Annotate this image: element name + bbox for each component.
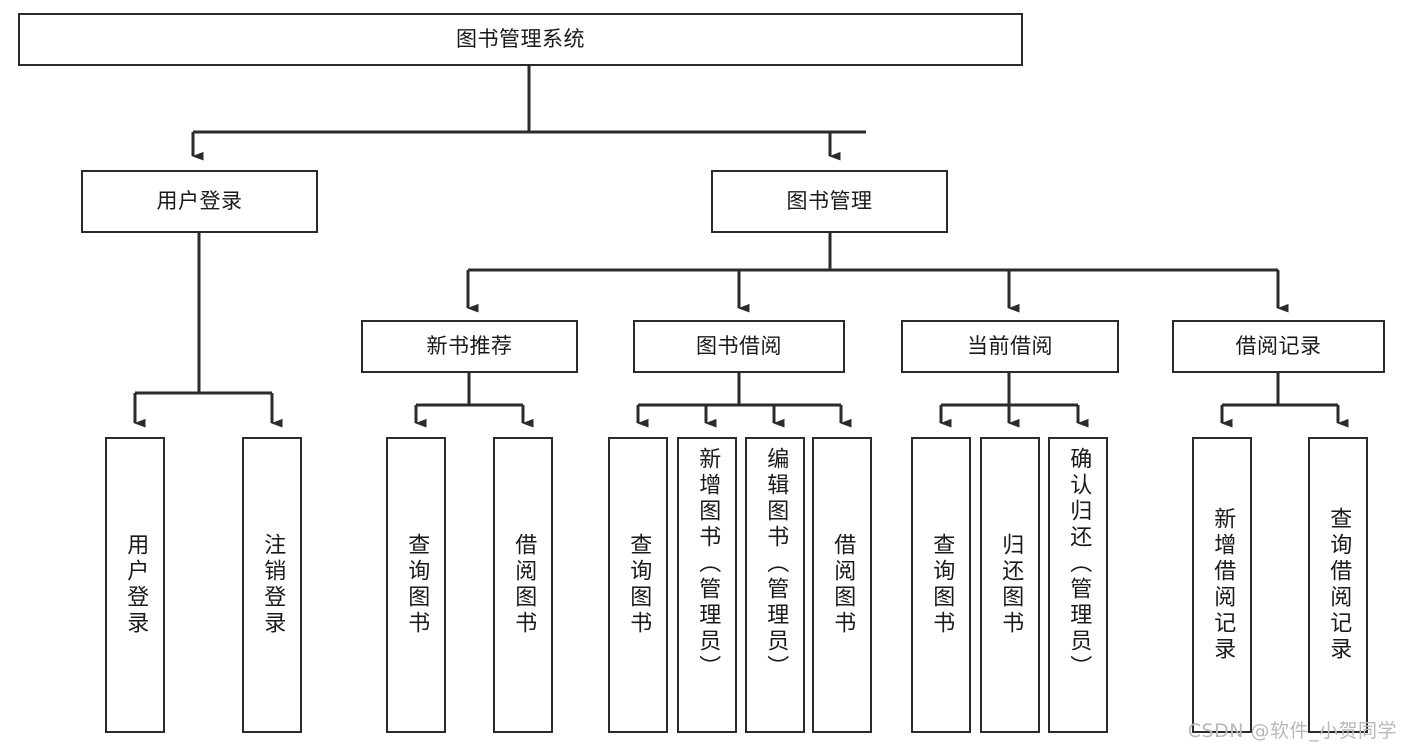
- node-leaf-logout-login-label: 注销登录: [260, 533, 286, 637]
- node-leaf-edit-book-label: 编辑图书（管理员）: [763, 447, 789, 681]
- node-leaf-query-book-1-label: 查询图书: [404, 533, 430, 637]
- node-leaf-query-borrow-record-label: 查询借阅记录: [1326, 507, 1352, 663]
- node-root[interactable]: 图书管理系统: [18, 13, 1023, 66]
- node-leaf-confirm-return-label: 确认归还（管理员）: [1066, 447, 1092, 681]
- node-user-login-label: 用户登录: [156, 189, 243, 214]
- node-book-borrow-label: 图书借阅: [696, 334, 782, 359]
- node-leaf-add-book-label: 新增图书（管理员）: [695, 447, 721, 681]
- node-leaf-edit-book[interactable]: 编辑图书（管理员）: [745, 437, 805, 733]
- node-leaf-borrow-book-1-label: 借阅图书: [511, 533, 537, 637]
- node-root-label: 图书管理系统: [456, 27, 585, 52]
- node-leaf-return-book[interactable]: 归还图书: [980, 437, 1040, 733]
- node-user-login[interactable]: 用户登录: [81, 170, 318, 233]
- node-current-borrow-label: 当前借阅: [967, 334, 1053, 359]
- node-leaf-query-book-3[interactable]: 查询图书: [911, 437, 971, 733]
- node-new-book-recommend-label: 新书推荐: [426, 334, 513, 359]
- node-book-borrow[interactable]: 图书借阅: [633, 320, 845, 373]
- node-leaf-query-book-2-label: 查询图书: [626, 533, 652, 637]
- node-borrow-record[interactable]: 借阅记录: [1172, 320, 1385, 373]
- node-leaf-query-book-2[interactable]: 查询图书: [608, 437, 668, 733]
- node-new-book-recommend[interactable]: 新书推荐: [361, 320, 578, 373]
- node-leaf-add-book[interactable]: 新增图书（管理员）: [677, 437, 737, 733]
- node-book-management[interactable]: 图书管理: [711, 170, 948, 233]
- node-leaf-return-book-label: 归还图书: [998, 533, 1024, 637]
- node-leaf-user-login[interactable]: 用户登录: [105, 437, 165, 733]
- node-leaf-query-borrow-record[interactable]: 查询借阅记录: [1308, 437, 1368, 733]
- node-current-borrow[interactable]: 当前借阅: [901, 320, 1119, 373]
- node-leaf-logout-login[interactable]: 注销登录: [242, 437, 302, 733]
- node-leaf-query-book-3-label: 查询图书: [929, 533, 955, 637]
- node-leaf-add-borrow-record[interactable]: 新增借阅记录: [1192, 437, 1252, 733]
- node-borrow-record-label: 借阅记录: [1235, 334, 1322, 359]
- node-leaf-confirm-return[interactable]: 确认归还（管理员）: [1048, 437, 1108, 733]
- node-leaf-user-login-label: 用户登录: [123, 533, 149, 637]
- node-leaf-query-book-1[interactable]: 查询图书: [386, 437, 446, 733]
- node-leaf-borrow-book-2[interactable]: 借阅图书: [812, 437, 872, 733]
- node-leaf-borrow-book-1[interactable]: 借阅图书: [493, 437, 553, 733]
- node-leaf-borrow-book-2-label: 借阅图书: [830, 533, 856, 637]
- node-leaf-add-borrow-record-label: 新增借阅记录: [1210, 507, 1236, 663]
- node-book-management-label: 图书管理: [786, 189, 873, 214]
